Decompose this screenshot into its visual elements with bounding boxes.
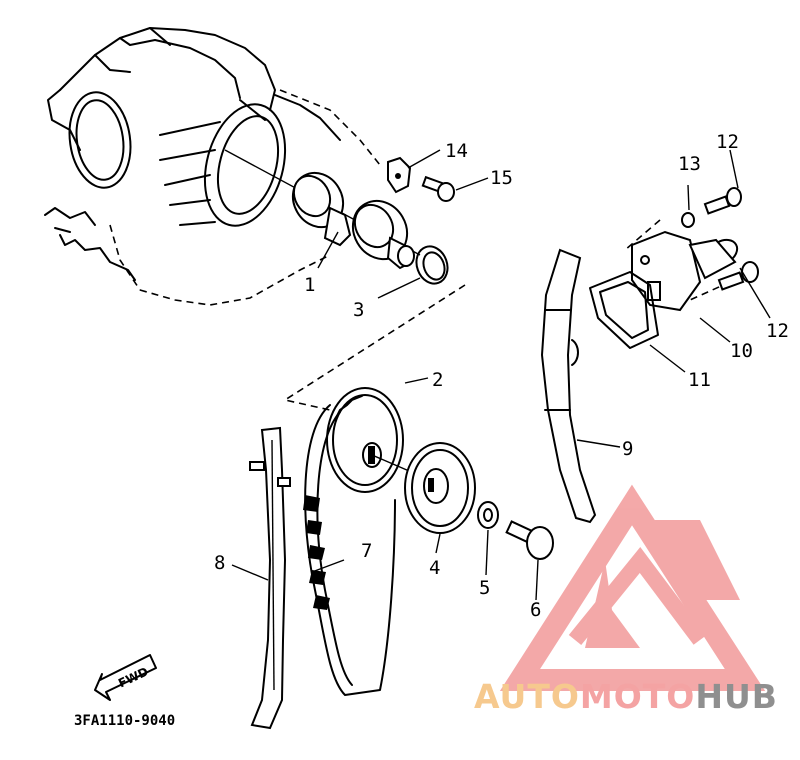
tensioner-bolt-lower (717, 261, 759, 291)
callout-4: 4 (429, 557, 440, 579)
callout-9: 9 (622, 438, 633, 460)
watermark-wordmark: AUTOMOTOHUB (474, 677, 778, 716)
callout-10: 10 (730, 340, 753, 362)
chain-tensioner (631, 230, 739, 312)
retainer-bracket (387, 156, 412, 194)
sprocket-plate (404, 442, 476, 534)
chain-guide-front (249, 426, 291, 730)
fwd-arrow-icon: FWD (94, 654, 157, 701)
callout-12-lower: 12 (766, 320, 789, 342)
callout-3: 3 (353, 299, 364, 321)
callout-6: 6 (530, 599, 541, 621)
callout-2: 2 (432, 369, 443, 391)
circlip (415, 245, 449, 285)
callout-5: 5 (479, 577, 490, 599)
tensioner-washer (681, 212, 695, 228)
callout-8: 8 (214, 552, 225, 574)
washer (477, 501, 499, 529)
assembly-line-bolt (689, 281, 731, 301)
cam-chain (303, 404, 396, 696)
callout-labels: 1 2 3 4 5 6 7 8 9 10 11 12 12 13 14 15 (214, 131, 789, 621)
tensioner-gasket (589, 271, 659, 349)
callout-11: 11 (688, 369, 711, 391)
callout-12-upper: 12 (716, 131, 739, 153)
watermark-auto: AUTO (474, 677, 580, 716)
watermark-logo-icon (499, 484, 766, 691)
cylinder-head (44, 27, 381, 306)
bracket-screw (421, 175, 455, 202)
assembly-line-cam (282, 284, 466, 411)
cam-sprocket (326, 387, 431, 493)
diagram-code: 3FA1110-9040 (74, 713, 176, 729)
callout-13: 13 (678, 153, 701, 175)
watermark-hub: HUB (695, 677, 778, 716)
callout-1: 1 (304, 274, 315, 296)
callout-15: 15 (490, 167, 513, 189)
camshaft (224, 149, 421, 270)
tensioner-bolt-upper (703, 187, 742, 215)
watermark-moto: MOTO (579, 677, 696, 716)
callout-14: 14 (445, 140, 468, 162)
sprocket-bolt (505, 520, 554, 560)
leader-lines (231, 149, 771, 601)
chain-guide-rear (540, 248, 597, 524)
assembly-line-tensioner (624, 219, 661, 251)
callout-7: 7 (361, 540, 372, 562)
